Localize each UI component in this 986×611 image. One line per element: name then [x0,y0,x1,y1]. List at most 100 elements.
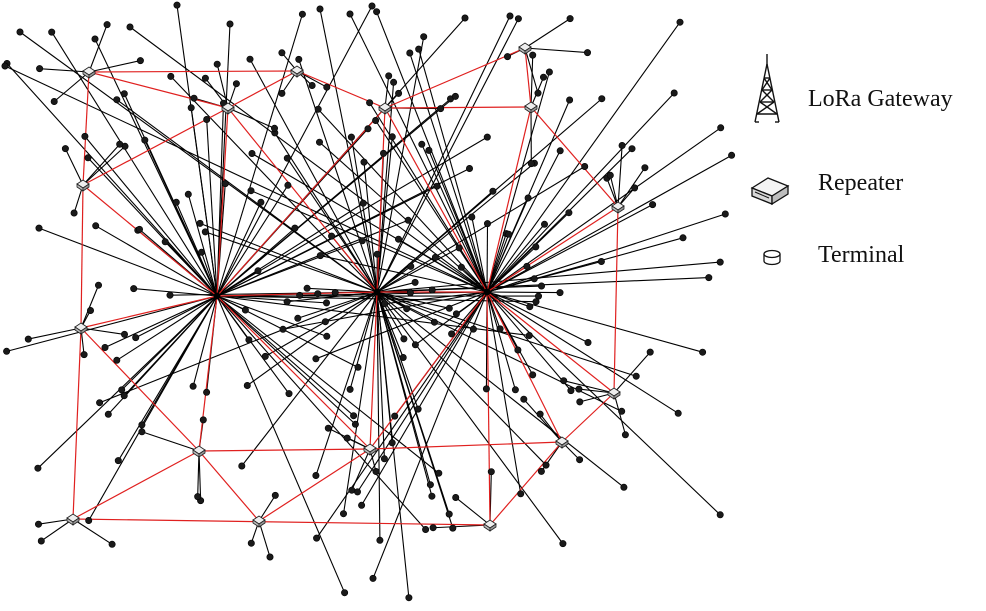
terminal-link [376,291,405,340]
terminal-link [187,194,218,297]
terminal-node [679,234,687,242]
terminal-node [469,325,477,333]
terminal-link [297,291,378,319]
terminal-node [560,377,568,385]
terminal-node [283,298,291,306]
terminal-node [646,348,654,356]
terminal-node [136,225,144,233]
terminal-node [95,281,103,289]
terminal-node [373,250,381,258]
terminal-node [48,28,56,36]
mesh-link [486,206,619,293]
terminal-link [350,136,378,293]
terminal-node [420,33,428,41]
terminal-node [449,524,457,532]
terminal-node [717,124,725,132]
repeater-node [555,436,569,449]
terminal-link [486,291,501,330]
mesh-link [80,327,200,452]
terminal-node [542,461,550,469]
mesh-link [216,107,229,297]
terminal-node [121,330,129,338]
terminal-link [376,291,433,497]
terminal-node [506,12,514,20]
terminal-link [456,291,488,315]
terminal-node [232,80,240,88]
legend-label-terminal: Terminal [818,242,905,268]
terminal-node [676,18,684,26]
mesh-link [198,295,218,452]
terminal-node [96,399,104,407]
terminal-node [266,553,274,561]
mesh-link [369,291,488,450]
terminal-link [88,24,108,73]
terminal-link [28,327,82,340]
terminal-node [113,96,121,104]
terminal-node [113,356,121,364]
terminal-node [545,68,553,76]
terminal-node [187,104,195,112]
terminal-node [721,210,729,218]
terminal-link [206,119,218,297]
terminal-node [322,299,330,307]
terminal-node [584,338,592,346]
terminal-node [566,96,574,104]
terminal-link [471,216,488,293]
terminal-node [308,82,316,90]
terminal-link [342,291,378,514]
terminal-node [606,171,614,179]
mesh-link [80,295,218,329]
terminal-link [216,295,440,474]
terminal-link [258,495,276,522]
mesh-link [486,291,615,394]
terminal-node [199,416,207,424]
terminal-link [104,295,218,348]
terminal-link [486,291,561,294]
terminal-node [104,410,112,418]
terminal-node [196,219,204,227]
terminal-link [135,295,218,339]
terminal-link [376,166,585,293]
terminal-link [486,223,545,293]
terminal-node [381,300,389,308]
terminal-node [391,412,399,420]
terminal-link [486,204,653,293]
terminal-node [101,343,109,351]
terminal-node [422,525,430,533]
terminal-node [369,574,377,582]
terminal-link [530,55,534,108]
repeaters [66,42,625,532]
terminal-node [324,424,332,432]
terminal-node [303,284,311,292]
repeater-node [363,443,377,456]
terminal-node [452,493,460,501]
terminal-link [88,60,141,73]
terminal-link [249,58,378,293]
terminal-node [620,483,628,491]
terminal-node [278,49,286,57]
terminal-link [6,63,218,297]
repeater-node [518,42,532,55]
terminal-node [530,275,538,283]
terminal-link [216,295,354,417]
terminal-node [201,74,209,82]
terminal-link [376,18,519,293]
terminal-link [315,291,378,476]
terminal-node [670,89,678,97]
terminal-node [448,330,456,338]
terminal-node [184,190,192,198]
terminal-link [361,291,488,506]
terminal-link [170,76,378,293]
terminal-link [376,281,416,293]
terminal-node [621,431,629,439]
terminal-node [271,491,279,499]
repeater-node [221,102,235,115]
terminal-link [376,291,547,466]
terminal-link [216,295,327,337]
terminal-link [376,82,395,293]
terminal-link [99,291,378,404]
terminal-link [216,295,246,311]
terminal-node [103,21,111,29]
terminal-node [366,99,374,107]
terminal-node [346,385,354,393]
